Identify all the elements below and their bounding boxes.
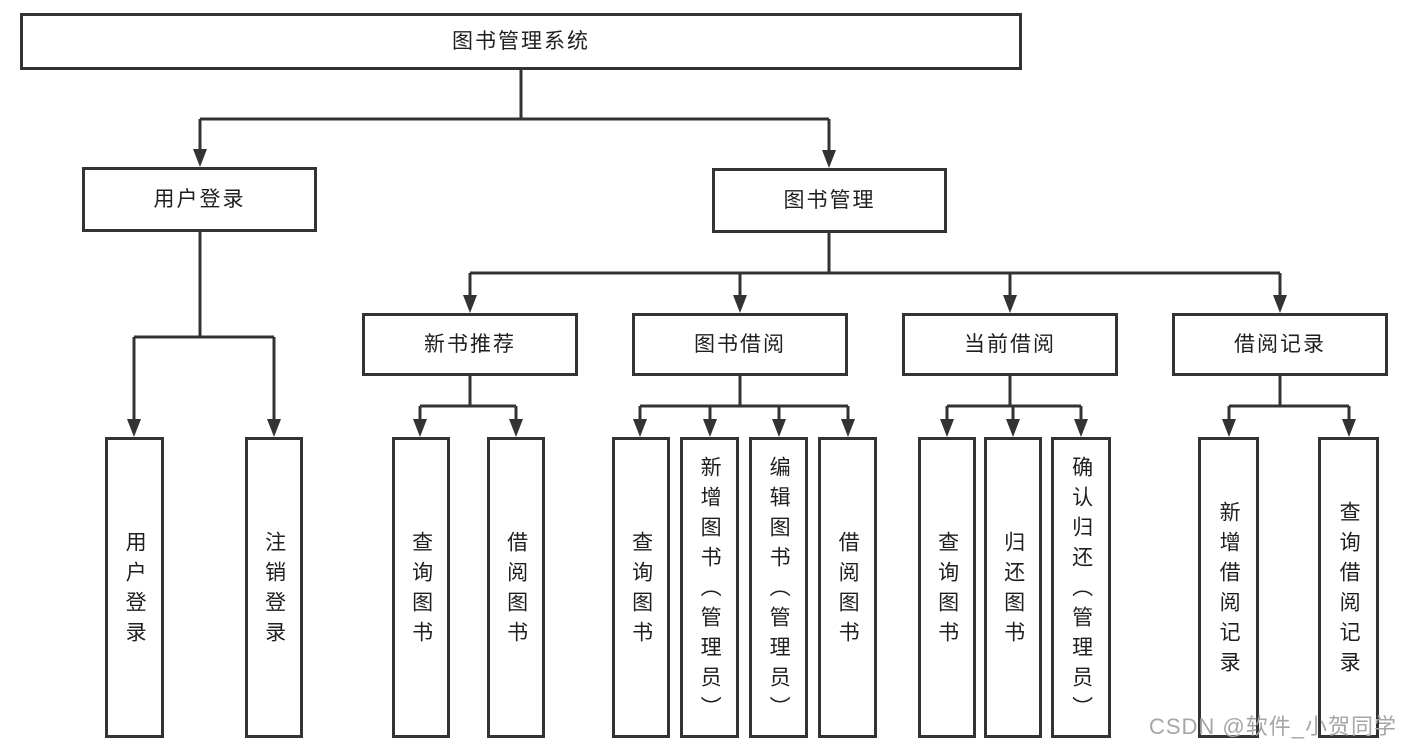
leaf-query-borrow-record: 查询借阅记录 [1318, 437, 1379, 738]
leaf-borrow-book-recommend: 借阅图书 [487, 437, 545, 738]
leaf-query-book-current: 查询图书 [918, 437, 976, 738]
node-book-management: 图书管理 [712, 168, 947, 233]
leaf-borrow-book: 借阅图书 [818, 437, 877, 738]
node-borrowing-records: 借阅记录 [1172, 313, 1388, 376]
leaf-add-borrow-record: 新增借阅记录 [1198, 437, 1259, 738]
node-current-borrowing: 当前借阅 [902, 313, 1118, 376]
leaf-return-book: 归还图书 [984, 437, 1042, 738]
leaf-confirm-return-admin: 确认归还（管理员） [1051, 437, 1111, 738]
csdn-watermark: CSDN @软件_小贺同学 [1148, 714, 1397, 739]
node-library-management-system: 图书管理系统 [20, 13, 1022, 70]
node-book-borrowing: 图书借阅 [632, 313, 848, 376]
leaf-query-book-recommend: 查询图书 [392, 437, 450, 738]
node-user-login: 用户登录 [82, 167, 317, 232]
leaf-add-book-admin: 新增图书（管理员） [680, 437, 739, 738]
leaf-logout: 注销登录 [245, 437, 303, 738]
arrowheads [127, 149, 1356, 437]
node-new-book-recommendation: 新书推荐 [362, 313, 578, 376]
leaf-query-book-borrowing: 查询图书 [612, 437, 670, 738]
leaf-user-login: 用户登录 [105, 437, 164, 738]
leaf-edit-book-admin: 编辑图书（管理员） [749, 437, 808, 738]
